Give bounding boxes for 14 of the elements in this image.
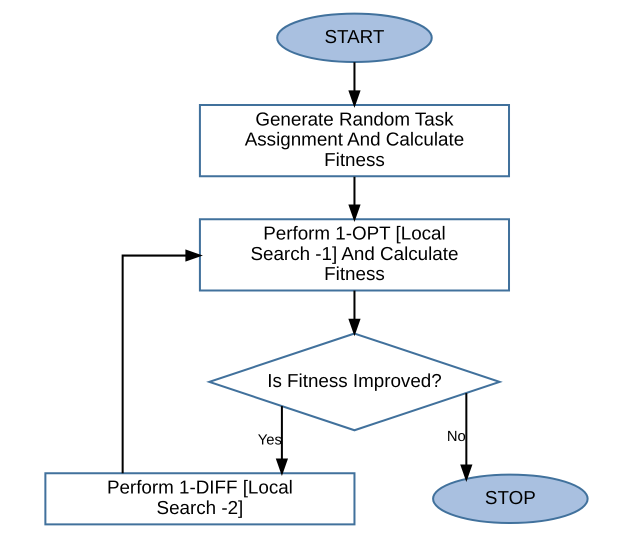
node-box: Perform 1-DIFF [Local Search -2] (44, 472, 356, 526)
arrow (348, 290, 361, 336)
arrow (460, 393, 472, 482)
node-box: Generate Random Task Assignment And Calculate Fitness (198, 104, 510, 178)
edge-label: No (446, 429, 466, 446)
edge-label: Yes (258, 432, 282, 449)
node-ellipse: START (276, 12, 433, 64)
arrow (276, 406, 288, 476)
arrow (348, 62, 361, 108)
node-diamond: Is Fitness Improved? (206, 332, 503, 432)
arrow (122, 249, 203, 474)
arrow (348, 176, 361, 222)
node-ellipse: STOP (432, 474, 589, 524)
node-box: Perform 1-OPT [Local Search -1] And Calculate Fitness (198, 218, 510, 292)
